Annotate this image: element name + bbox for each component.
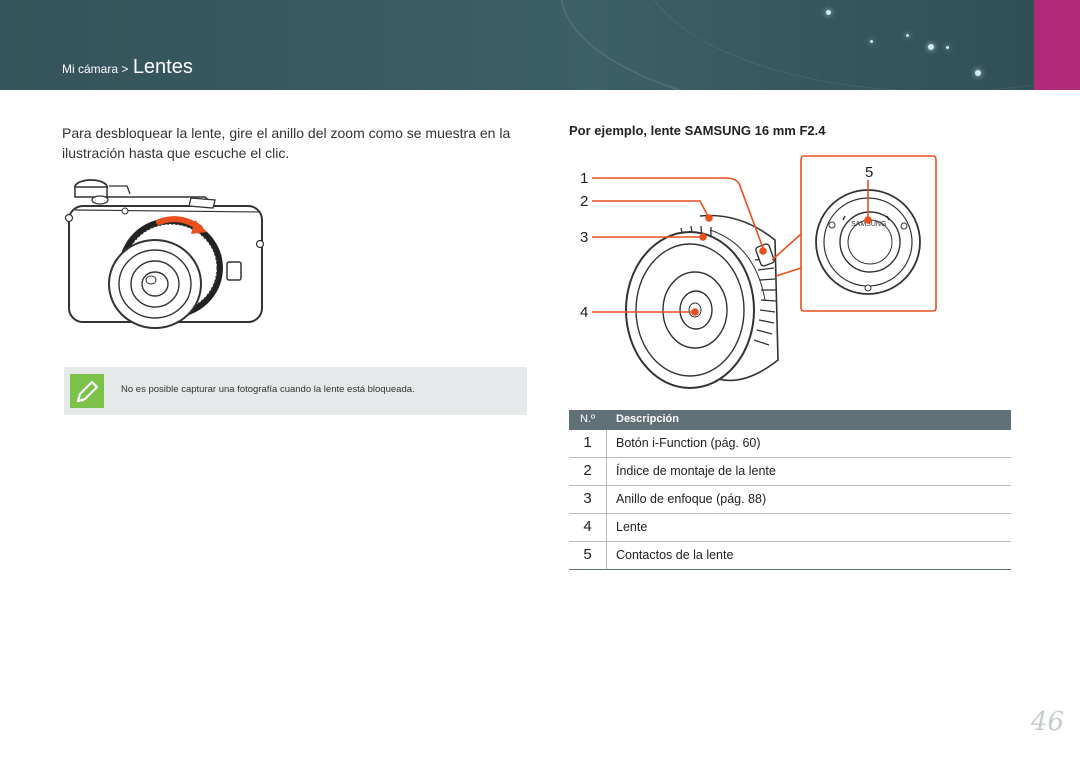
sparkle-dot <box>870 40 873 43</box>
header-number: N.º <box>579 413 596 425</box>
table-row: 4 Lente <box>569 514 1011 542</box>
row-description: Índice de montaje de la lente <box>616 464 776 478</box>
sparkle-dot <box>826 10 831 15</box>
table-row: 3 Anillo de enfoque (pág. 88) <box>569 486 1011 514</box>
breadcrumb-parent: Mi cámara > <box>62 62 129 76</box>
example-title: Por ejemplo, lente SAMSUNG 16 mm F2.4 <box>569 123 826 138</box>
callout-1: 1 <box>580 170 588 187</box>
table-row: 1 Botón i-Function (pág. 60) <box>569 430 1011 458</box>
pencil-note-icon <box>70 374 104 408</box>
lens-diagram: 1 2 3 4 5 SAMSUNG <box>580 155 937 389</box>
intro-paragraph: Para desbloquear la lente, gire el anill… <box>62 125 511 161</box>
table-row: 5 Contactos de la lente <box>569 542 1011 570</box>
note-text: No es posible capturar una fotografía cu… <box>121 384 415 395</box>
table-header: N.º Descripción <box>569 410 1011 430</box>
sparkle-dot <box>906 34 909 37</box>
page-header: Mi cámara > Lentes <box>0 0 1080 90</box>
parts-table: N.º Descripción 1 Botón i-Function (pág.… <box>569 410 1011 570</box>
row-description: Contactos de la lente <box>616 548 734 562</box>
callout-2: 2 <box>580 193 588 210</box>
row-description: Botón i-Function (pág. 60) <box>616 436 761 450</box>
camera-with-lens-illustration <box>64 179 265 329</box>
row-number: 3 <box>583 490 592 507</box>
divider <box>606 486 607 513</box>
row-number: 5 <box>583 546 592 563</box>
row-description: Anillo de enfoque (pág. 88) <box>616 492 767 506</box>
row-number: 2 <box>583 462 592 479</box>
row-number: 4 <box>583 518 592 535</box>
lens-marking: SAMSUNG <box>851 221 886 228</box>
callout-4: 4 <box>580 304 588 321</box>
callout-5: 5 <box>865 164 873 181</box>
page-title: Lentes <box>132 56 193 78</box>
divider <box>606 542 607 569</box>
page-number: 46 <box>1030 707 1064 737</box>
breadcrumb: Mi cámara > Lentes <box>62 56 193 79</box>
note-box: No es posible capturar una fotografía cu… <box>64 367 527 415</box>
header-description: Descripción <box>616 413 679 425</box>
divider <box>606 458 607 485</box>
sparkle-dot <box>946 46 949 49</box>
row-number: 1 <box>583 434 592 451</box>
divider <box>606 430 607 457</box>
sparkle-dot <box>928 44 934 50</box>
sparkle-dot <box>975 70 981 76</box>
row-description: Lente <box>616 520 648 534</box>
table-row: 2 Índice de montaje de la lente <box>569 458 1011 486</box>
chapter-tab <box>1034 0 1080 90</box>
callout-3: 3 <box>580 229 588 246</box>
divider <box>606 514 607 541</box>
